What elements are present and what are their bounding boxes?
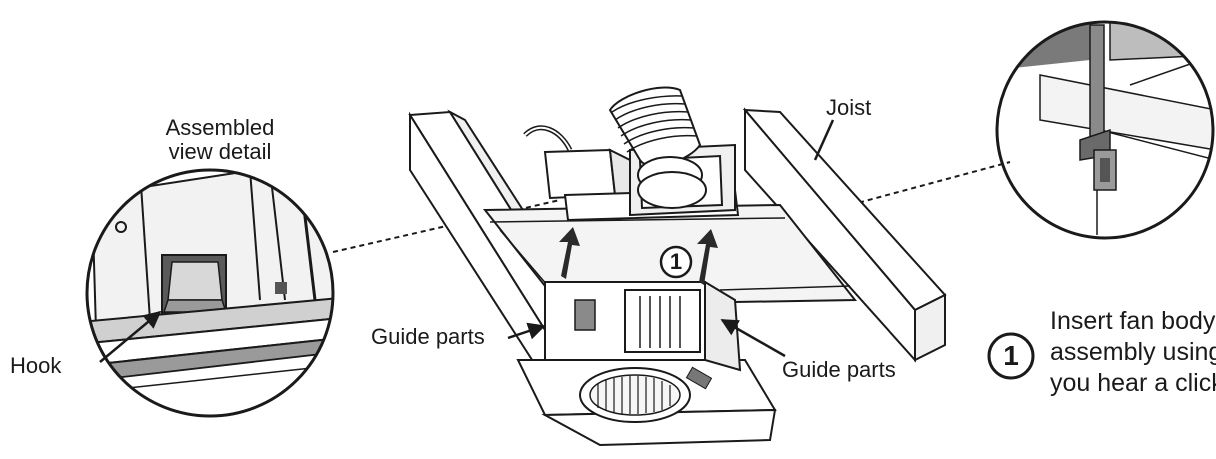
upward-arrow-icon [559,227,580,279]
guide-parts-left-label: Guide parts [371,324,485,349]
instruction-line: you hear a click [1050,369,1216,397]
instruction-line: assembly using [1050,338,1216,366]
guide-parts-right-label: Guide parts [782,357,896,382]
pointer-arrow-icon [813,119,835,161]
pointer-arrow-icon [720,318,786,358]
left-detail-circle [85,168,335,418]
joist-label: Joist [826,95,872,120]
assembled-view-detail-line: view detail [168,139,272,164]
step-number-badge [659,245,693,279]
pointer-arrow-icon [507,322,546,340]
flex-duct [608,86,707,209]
instruction-step-number: 1 [1003,340,1019,371]
joist-right [742,107,947,363]
assembled-view-detail-line: Assembled [165,115,275,140]
upward-arrow-icon [697,229,718,285]
instruction-step-badge [987,332,1035,380]
detail-leader-left [332,199,561,253]
fan-body-assembly [516,280,777,447]
pointer-arrow-icon [99,310,162,363]
right-detail-circle [995,20,1215,240]
assembled-view-detail-label: Assembled view detail [150,116,290,164]
instruction-line: Insert fan body [1050,307,1216,335]
step-badge-number: 1 [669,249,683,274]
hook-label: Hook [10,353,62,378]
instruction-text: Insert fan body assembly using you hear … [1050,306,1216,399]
